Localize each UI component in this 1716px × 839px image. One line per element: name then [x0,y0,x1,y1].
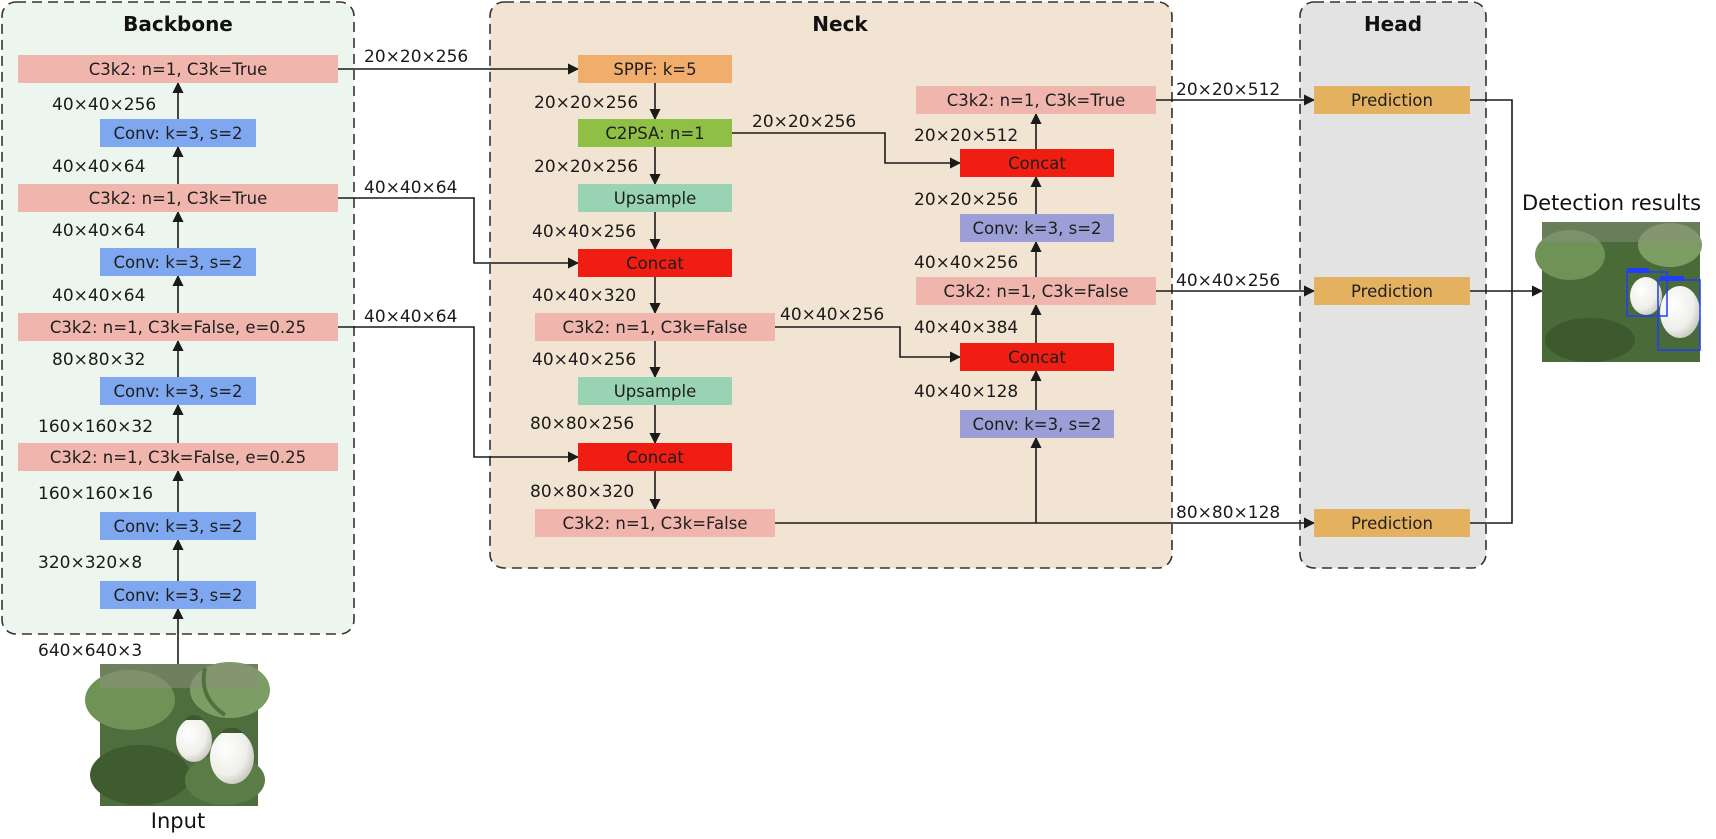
dim-h-1: 20×20×512 [1176,80,1280,100]
dim-b-4: 80×80×32 [52,350,145,370]
detection-result-image [1535,222,1702,362]
dim-n-5: 40×40×256 [532,350,636,370]
head-title: Head [1364,12,1422,36]
dim-n-c2psa-out: 20×20×256 [752,112,856,132]
svg-text:C3k2: n=1, C3k=False: C3k2: n=1, C3k=False [563,318,748,337]
svg-text:Prediction: Prediction [1351,514,1433,533]
block-h-prediction-2: Prediction [1314,277,1470,305]
dim-b-7: 40×40×64 [52,157,145,177]
input-image [85,662,270,806]
dim-skip-low: 40×40×64 [364,307,457,327]
svg-text:Concat: Concat [1008,348,1066,367]
svg-text:C2PSA: n=1: C2PSA: n=1 [605,124,704,143]
detection-results-label: Detection results [1522,191,1701,215]
edge-skip-low [338,326,580,463]
block-n-conv-a: Conv: k=3, s=2 [960,410,1114,438]
block-b-conv-1: Conv: k=3, s=2 [100,512,256,540]
dim-n-2: 20×20×256 [534,157,638,177]
svg-text:Prediction: Prediction [1351,91,1433,110]
dim-b-3: 160×160×32 [38,417,153,437]
edge-c2psa-concat4 [732,132,962,169]
block-b-c3k2-1: C3k2: n=1, C3k=False, e=0.25 [18,443,338,471]
block-b-conv-2: Conv: k=3, s=2 [100,377,256,405]
svg-text:Conv: k=3, s=2: Conv: k=3, s=2 [972,415,1101,434]
dim-r-2: 40×40×384 [914,318,1018,338]
block-b-c3k2-2: C3k2: n=1, C3k=False, e=0.25 [18,313,338,341]
svg-text:C3k2: n=1, C3k=False, e=0.25: C3k2: n=1, C3k=False, e=0.25 [50,318,306,337]
edge-c3k2-1-concat3 [775,326,962,363]
svg-text:Prediction: Prediction [1351,282,1433,301]
dim-h-2: 40×40×256 [1176,271,1280,291]
svg-text:C3k2: n=1, C3k=False: C3k2: n=1, C3k=False [563,514,748,533]
block-h-prediction-3: Prediction [1314,509,1470,537]
svg-text:C3k2: n=1, C3k=True: C3k2: n=1, C3k=True [89,189,268,208]
dim-n-3: 40×40×256 [532,222,636,242]
dim-r-4: 20×20×256 [914,190,1018,210]
block-b-conv-0: Conv: k=3, s=2 [100,581,256,609]
dim-skip-mid: 40×40×64 [364,178,457,198]
dim-n-c3k2-1-out: 40×40×256 [780,305,884,325]
svg-text:C3k2: n=1, C3k=True: C3k2: n=1, C3k=True [947,91,1126,110]
svg-text:Conv: k=3, s=2: Conv: k=3, s=2 [972,219,1101,238]
backbone-title: Backbone [123,12,233,36]
block-n-c3k2-1: C3k2: n=1, C3k=False [535,313,775,341]
svg-text:Conv: k=3, s=2: Conv: k=3, s=2 [113,124,242,143]
edge-skip-mid [338,197,580,269]
input-label: Input [151,809,205,833]
dim-n-6: 80×80×256 [530,414,634,434]
svg-text:Conv: k=3, s=2: Conv: k=3, s=2 [113,253,242,272]
svg-text:Concat: Concat [626,254,684,273]
block-b-c3k2-4: C3k2: n=1, C3k=True [18,55,338,83]
svg-text:Conv: k=3, s=2: Conv: k=3, s=2 [113,382,242,401]
dim-r-5: 20×20×512 [914,126,1018,146]
block-b-conv-3: Conv: k=3, s=2 [100,248,256,276]
dim-b-1: 320×320×8 [38,553,142,573]
dim-b-2: 160×160×16 [38,484,153,504]
svg-text:Conv: k=3, s=2: Conv: k=3, s=2 [113,517,242,536]
svg-text:SPPF: k=5: SPPF: k=5 [613,60,696,79]
block-n-c2psa: C2PSA: n=1 [578,119,732,147]
dim-r-1: 40×40×128 [914,382,1018,402]
svg-text:Upsample: Upsample [614,382,697,401]
block-n-concat-2: Concat [578,443,732,471]
dim-b-5: 40×40×64 [52,286,145,306]
block-h-prediction-1: Prediction [1314,86,1470,114]
neck-title: Neck [812,12,868,36]
svg-text:Concat: Concat [1008,154,1066,173]
dim-b-in: 640×640×3 [38,641,142,661]
svg-text:C3k2: n=1, C3k=False, e=0.25: C3k2: n=1, C3k=False, e=0.25 [50,448,306,467]
dim-b-6: 40×40×64 [52,221,145,241]
block-n-conv-b: Conv: k=3, s=2 [960,214,1114,242]
block-n-c3k2-3: C3k2: n=1, C3k=False [916,277,1156,305]
dim-b-8: 40×40×256 [52,95,156,115]
svg-text:Concat: Concat [626,448,684,467]
block-n-sppf: SPPF: k=5 [578,55,732,83]
block-n-concat-1: Concat [578,249,732,277]
dim-h-3: 80×80×128 [1176,503,1280,523]
svg-text:C3k2: n=1, C3k=False: C3k2: n=1, C3k=False [944,282,1129,301]
block-n-concat-4: Concat [960,149,1114,177]
dim-n-4: 40×40×320 [532,286,636,306]
svg-text:Conv: k=3, s=2: Conv: k=3, s=2 [113,586,242,605]
svg-text:C3k2: n=1, C3k=True: C3k2: n=1, C3k=True [89,60,268,79]
block-n-concat-3: Concat [960,343,1114,371]
block-n-upsample-2: Upsample [578,377,732,405]
edge-pred1-out [1470,99,1513,291]
block-n-c3k2-4: C3k2: n=1, C3k=True [916,86,1156,114]
edge-pred3-out [1470,291,1513,524]
svg-text:Upsample: Upsample [614,189,697,208]
dim-skip-top: 20×20×256 [364,47,468,67]
dim-r-3: 40×40×256 [914,253,1018,273]
block-n-upsample-1: Upsample [578,184,732,212]
block-n-c3k2-2: C3k2: n=1, C3k=False [535,509,775,537]
block-b-c3k2-3: C3k2: n=1, C3k=True [18,184,338,212]
block-b-conv-4: Conv: k=3, s=2 [100,119,256,147]
dim-n-1: 20×20×256 [534,93,638,113]
dim-n-7: 80×80×320 [530,482,634,502]
